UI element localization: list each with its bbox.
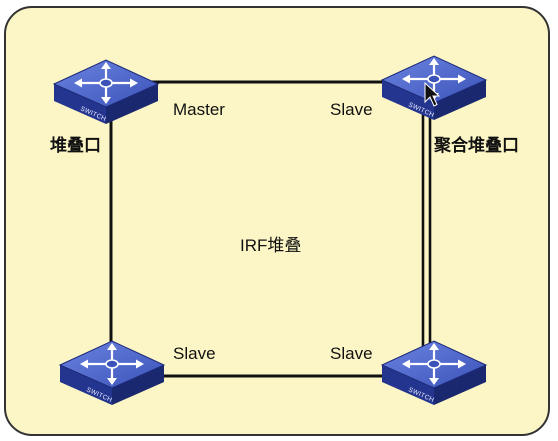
role-label-slave-bottom-left: Slave (173, 344, 216, 363)
switch-icon (380, 54, 488, 122)
role-label-slave-bottom-right: Slave (330, 344, 373, 363)
role-label-slave-top-right: Slave (330, 100, 373, 119)
aggregate-stack-port-label: 聚合堆叠口 (434, 136, 519, 155)
switch-icon (52, 58, 160, 126)
switch-icon (58, 339, 166, 407)
stack-links (109, 80, 432, 378)
cursor-icon (424, 81, 441, 107)
switch-icon (380, 339, 488, 407)
irf-stack-label: IRF堆叠 (240, 236, 302, 255)
role-label-master: Master (173, 100, 225, 119)
stack-port-label: 堆叠口 (50, 136, 101, 155)
